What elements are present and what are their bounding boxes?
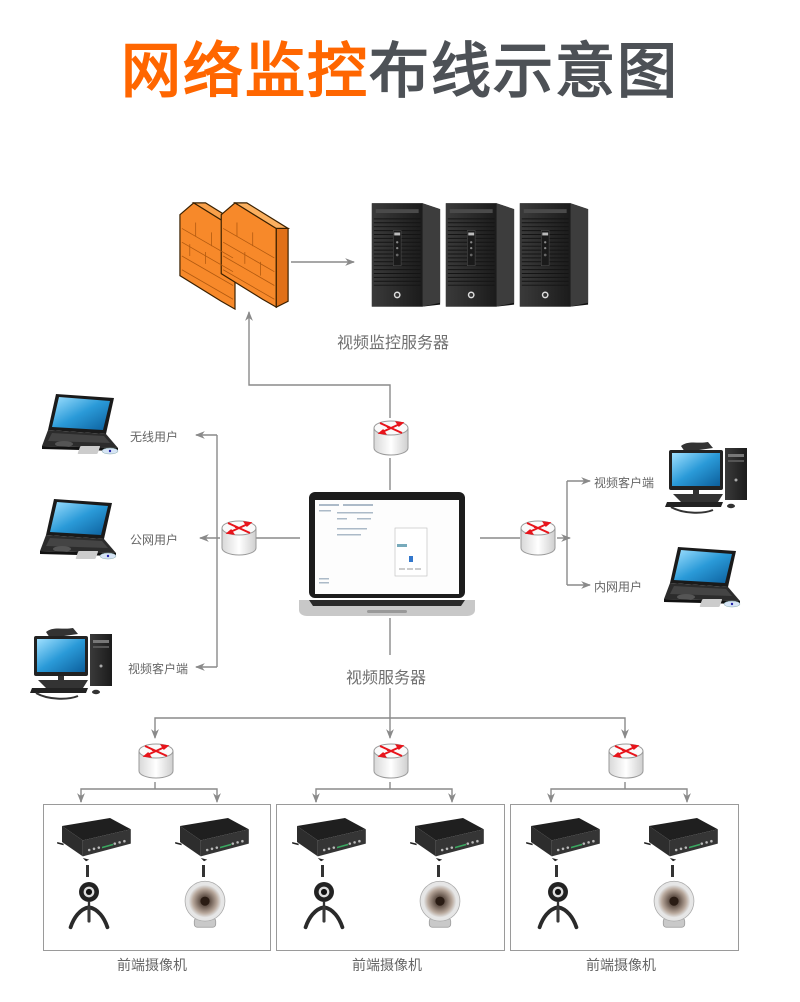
left-router-icon [219,518,259,558]
dvr-cable [321,865,324,877]
front-router-icon-1 [136,740,176,782]
dvr-box-icon [641,817,721,867]
right-video-client-label: 视频客户端 [594,476,655,490]
dvr-cable [671,865,674,877]
ir-camera-icon [651,877,697,933]
front-group-3 [510,804,739,951]
core-router-icon [371,418,411,458]
wire-front-bus [154,717,626,737]
dvr-box-icon [289,817,369,867]
server-tower-icon [440,197,518,309]
dvr-box-icon [172,817,252,867]
public-user-label: 公网用户 [130,533,179,547]
dvr-cable [202,865,205,877]
lan-user-label: 内网用户 [594,580,643,594]
front-group-1 [43,804,271,951]
front-group-2-label: 前端摄像机 [352,958,422,974]
front-group-3-label: 前端摄像机 [586,958,656,974]
video-server-laptop-icon [297,488,477,618]
dvr-box-icon [523,817,603,867]
dvr-box-icon [407,817,487,867]
front-group-2 [276,804,505,951]
ir-camera-icon [182,877,228,933]
ir-camera-icon [417,877,463,933]
right-video-client-desktop-icon [662,440,754,515]
server-tower-icon [514,197,592,309]
video-server-label: 视频服务器 [346,668,427,687]
right-router-icon [518,518,558,558]
wire-group-1 [77,782,221,803]
dvr-box-icon [54,817,134,867]
front-router-icon-2 [371,740,411,782]
wire-group-2 [312,782,456,803]
left-video-client-desktop-icon [28,626,118,701]
webcam-icon [535,875,581,935]
server-tower-icon [366,197,444,309]
wire-router-firewall [245,311,391,418]
front-router-icon-3 [606,740,646,782]
firewall-icon [176,200,294,310]
title-rest: 布线示意图 [369,37,679,107]
title-highlight: 网络监控 [121,37,369,107]
dvr-cable [555,865,558,877]
front-group-1-label: 前端摄像机 [117,958,187,974]
dvr-cable [437,865,440,877]
public-user-laptop-icon [32,497,122,567]
left-video-client-label: 视频客户端 [128,662,189,676]
page-title: 网络监控布线示意图 [0,32,800,112]
webcam-icon [301,875,347,935]
wireless-user-laptop-icon [34,392,124,462]
dvr-cable [86,865,89,877]
webcam-icon [66,875,112,935]
server-group [366,197,596,309]
servers-label: 视频监控服务器 [337,333,450,352]
lan-user-laptop-icon [656,545,746,615]
wire-group-3 [547,782,691,803]
wireless-user-label: 无线用户 [130,430,179,444]
